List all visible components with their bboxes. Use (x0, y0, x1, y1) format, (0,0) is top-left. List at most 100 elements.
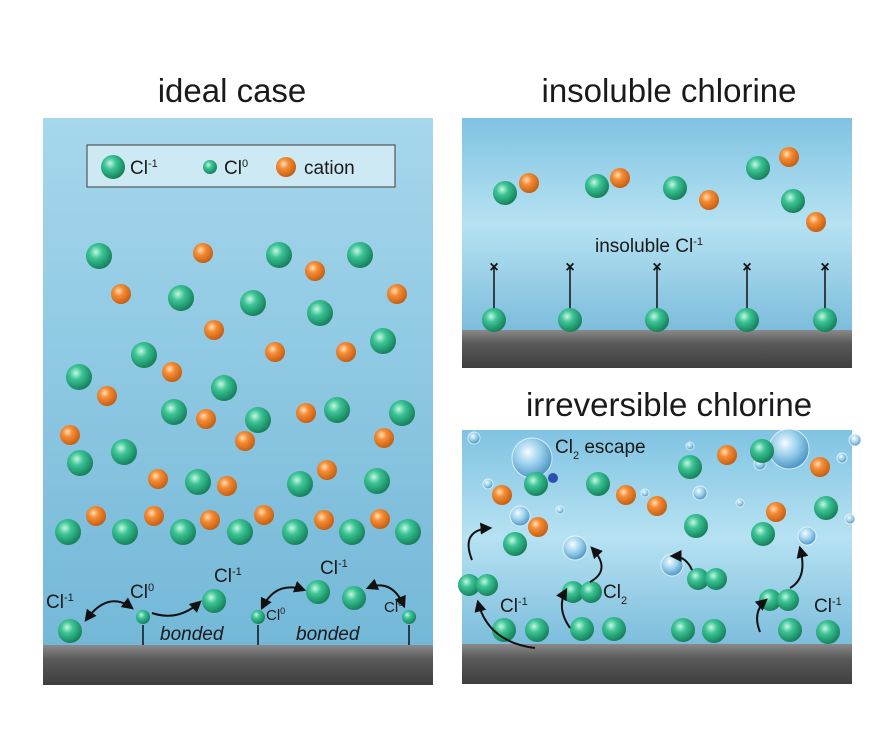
chloride-ion (602, 617, 626, 641)
ideal-particles (55, 242, 421, 545)
chloride-ion (342, 586, 366, 610)
chloride-ion (751, 522, 775, 546)
cation (806, 212, 826, 232)
cation (810, 457, 830, 477)
chlorine-atom (777, 589, 799, 611)
insoluble-anchored-ions: ××××× (482, 259, 837, 332)
chloride-ion (370, 328, 396, 354)
cation (200, 510, 220, 530)
chloride-ion (170, 519, 196, 545)
chloride-ion (684, 514, 708, 538)
chlorine-atom (705, 568, 727, 590)
legend-chloride-label: Cl-1 (130, 158, 158, 179)
chloride-ion (671, 618, 695, 642)
chloride-ion (307, 300, 333, 326)
cation (305, 261, 325, 281)
chloride-ion (663, 176, 687, 200)
bonded-label: bonded (160, 624, 225, 645)
arrow-icon (365, 578, 406, 609)
arrow-icon (589, 546, 603, 583)
electrode-irreversible (462, 644, 852, 684)
chloride-ion (266, 242, 292, 268)
bubble-icon (768, 428, 810, 470)
electrolyte-ideal (43, 118, 433, 645)
cation (519, 173, 539, 193)
insoluble-label: insoluble Cl-1 (595, 236, 703, 257)
arrow-icon (151, 600, 202, 617)
chloride-ion (585, 174, 609, 198)
cation (492, 485, 512, 505)
cation (766, 502, 786, 522)
panel-title-ideal: ideal case (158, 72, 307, 109)
chlorine-atom (580, 581, 602, 603)
chloride-ion (813, 308, 837, 332)
bubble-icon (509, 505, 531, 527)
surface-label-cl-zero: Cl0 (384, 598, 403, 616)
chloride-ion (161, 399, 187, 425)
chloride-ion (55, 519, 81, 545)
arrow-icon (556, 587, 571, 629)
chloride-ion (364, 468, 390, 494)
cation (616, 485, 636, 505)
chloride-ion (503, 532, 527, 556)
insoluble-particles (493, 147, 826, 232)
cation (296, 403, 316, 423)
cation (60, 425, 80, 445)
cation (314, 510, 334, 530)
panel-title-irreversible: irreversible chlorine (526, 386, 812, 423)
cation (610, 168, 630, 188)
chloride-ion (67, 450, 93, 476)
bubble-icon (797, 526, 817, 546)
cation (336, 342, 356, 362)
chloride-ion (185, 469, 211, 495)
chlorine-atom (476, 574, 498, 596)
bubble-icon (848, 433, 862, 447)
chloride-ion (814, 496, 838, 520)
chloride-ion (324, 397, 350, 423)
surface-label-cl-zero: Cl0 (266, 606, 285, 624)
bubble-icon (562, 535, 588, 561)
chloride-ion (389, 400, 415, 426)
cross-icon: × (742, 259, 751, 276)
arrow-icon (669, 550, 693, 571)
bubble-icon (844, 513, 856, 525)
chloride-ion (645, 308, 669, 332)
chloride-ion (493, 181, 517, 205)
cation (265, 342, 285, 362)
cation (86, 506, 106, 526)
legend-box (86, 144, 396, 188)
chloride-ion (131, 342, 157, 368)
cross-icon: × (820, 259, 829, 276)
chlorine-atom (562, 581, 584, 603)
chloride-ion (287, 471, 313, 497)
panel-title-insoluble: insoluble chlorine (542, 72, 797, 109)
cation (647, 496, 667, 516)
chloride-ion (750, 439, 774, 463)
cation (144, 506, 164, 526)
bubble-icon (555, 505, 565, 515)
cation (528, 517, 548, 537)
cation (717, 445, 737, 465)
chloride-ion (678, 455, 702, 479)
surface-label-cl-zero: Cl0 (130, 582, 154, 603)
chloride-ion (202, 589, 226, 613)
panel-insoluble-chlorine: insoluble chlorine insoluble Cl-1 ××××× (462, 72, 852, 368)
chloride-ion (524, 472, 548, 496)
bubble-icon (735, 498, 745, 508)
gas-bubbles (467, 428, 862, 577)
bonded-label: bonded (296, 624, 361, 645)
chloride-ion (558, 308, 582, 332)
legend: Cl-1 Cl0 cation (86, 144, 396, 188)
chloride-ion (227, 519, 253, 545)
bubble-icon (511, 437, 553, 479)
arrow-icon (754, 598, 768, 633)
arrow-icon (789, 545, 809, 589)
cation (254, 505, 274, 525)
cation (204, 320, 224, 340)
cation (235, 431, 255, 451)
chlorine-molecule-icon (548, 473, 558, 483)
chloride-ion (211, 375, 237, 401)
electrode-ideal (43, 645, 433, 685)
chloride-ion (240, 290, 266, 316)
cross-icon: × (489, 259, 498, 276)
